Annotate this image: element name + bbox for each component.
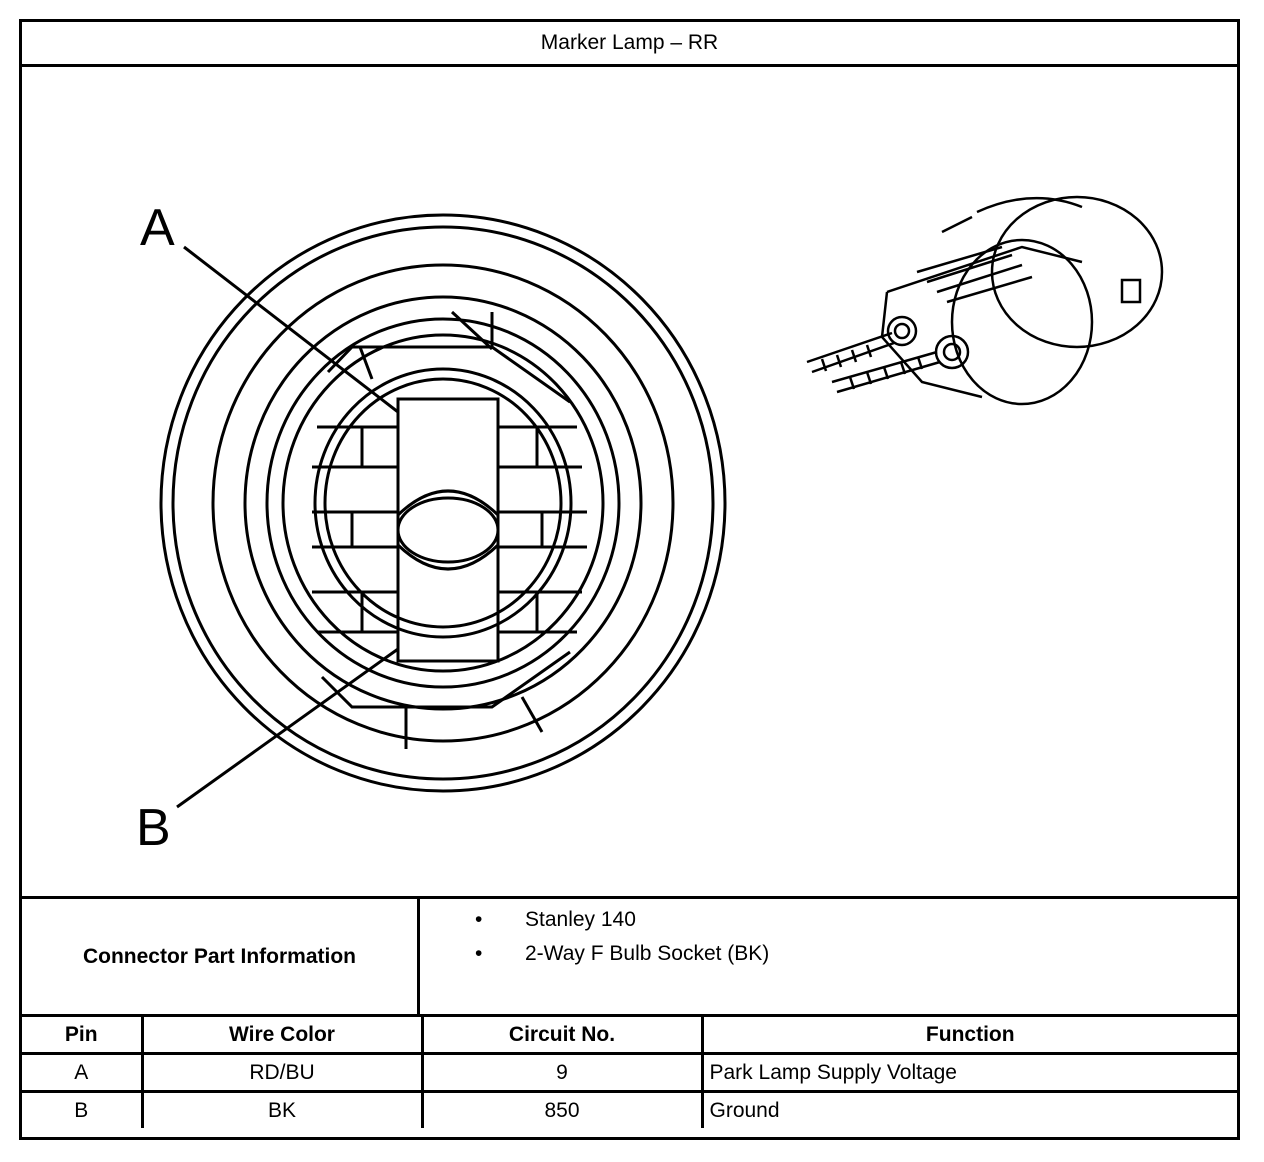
cell-wire-color: BK bbox=[140, 1090, 424, 1128]
page-title: Marker Lamp – RR bbox=[22, 22, 1237, 67]
connector-info-label: Connector Part Information bbox=[22, 899, 420, 1014]
header-wire-color: Wire Color bbox=[140, 1017, 424, 1055]
cell-wire-color: RD/BU bbox=[140, 1052, 424, 1093]
cell-circuit-no: 9 bbox=[420, 1052, 704, 1093]
cell-pin: A bbox=[22, 1052, 144, 1093]
cell-function: Ground bbox=[700, 1090, 1237, 1128]
table-row: B BK 850 Ground bbox=[22, 1090, 1237, 1128]
bullet-icon: • bbox=[475, 908, 483, 931]
cell-pin: B bbox=[22, 1090, 144, 1128]
table-header-row: Pin Wire Color Circuit No. Function bbox=[22, 1017, 1237, 1055]
cell-circuit-no: 850 bbox=[420, 1090, 704, 1128]
connector-info-item-1: Stanley 140 bbox=[525, 908, 636, 931]
connector-info-item-2: 2-Way F Bulb Socket (BK) bbox=[525, 942, 770, 965]
header-function: Function bbox=[700, 1017, 1237, 1055]
pin-table: Pin Wire Color Circuit No. Function A RD… bbox=[22, 1017, 1237, 1128]
header-circuit-no: Circuit No. bbox=[420, 1017, 704, 1055]
cell-function: Park Lamp Supply Voltage bbox=[700, 1052, 1237, 1093]
connector-info-list: • Stanley 140 • 2-Way F Bulb Socket (BK) bbox=[420, 899, 1237, 1014]
header-pin: Pin bbox=[22, 1017, 144, 1055]
callout-a: A bbox=[140, 199, 175, 257]
connector-face-drawing: A B bbox=[136, 195, 1164, 857]
connector-sheet: Marker Lamp – RR bbox=[19, 19, 1240, 1140]
table-row: A RD/BU 9 Park Lamp Supply Voltage bbox=[22, 1052, 1237, 1093]
connector-diagram: A B bbox=[22, 67, 1237, 900]
bullet-icon: • bbox=[475, 942, 483, 965]
callout-b: B bbox=[136, 799, 171, 857]
bulb-socket-illustration bbox=[806, 195, 1164, 406]
connector-part-info: Connector Part Information • Stanley 140… bbox=[22, 896, 1237, 1017]
